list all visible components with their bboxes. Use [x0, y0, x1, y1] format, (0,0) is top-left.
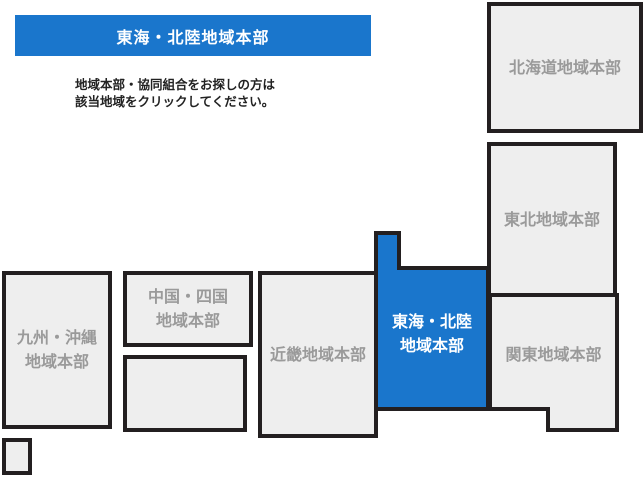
page-title-banner: 東海・北陸地域本部	[15, 15, 371, 56]
region-shikoku-block[interactable]	[123, 355, 247, 432]
instructions-line-2: 該当地域をクリックしてください。	[75, 94, 275, 109]
region-kyushu-okinawa-label-2: 地域本部	[24, 352, 89, 371]
region-kinki-label: 近畿地域本部	[269, 344, 366, 364]
region-chugoku-shikoku-label-2: 地域本部	[155, 311, 220, 330]
region-kanto[interactable]	[488, 293, 619, 432]
region-chugoku-shikoku-label-1: 中国・四国	[147, 287, 228, 306]
region-hokkaido[interactable]: 北海道地域本部	[487, 2, 643, 133]
instructions-text: 地域本部・協同組合をお探しの方は 該当地域をクリックしてください。	[75, 76, 375, 110]
region-tohoku-label: 東北地域本部	[503, 209, 600, 229]
instructions-line-1: 地域本部・協同組合をお探しの方は	[75, 77, 276, 92]
region-tokai-hokuriku[interactable]	[374, 231, 490, 411]
region-okinawa-block[interactable]	[2, 438, 32, 475]
region-tohoku[interactable]: 東北地域本部	[487, 142, 617, 297]
region-kyushu-okinawa[interactable]: 九州・沖縄 地域本部	[2, 271, 112, 429]
region-chugoku-shikoku[interactable]: 中国・四国 地域本部	[123, 271, 253, 347]
region-kinki[interactable]: 近畿地域本部	[258, 271, 378, 438]
region-kyushu-okinawa-label-1: 九州・沖縄	[16, 328, 97, 347]
region-hokkaido-label: 北海道地域本部	[508, 57, 621, 77]
page-title: 東海・北陸地域本部	[116, 27, 270, 47]
